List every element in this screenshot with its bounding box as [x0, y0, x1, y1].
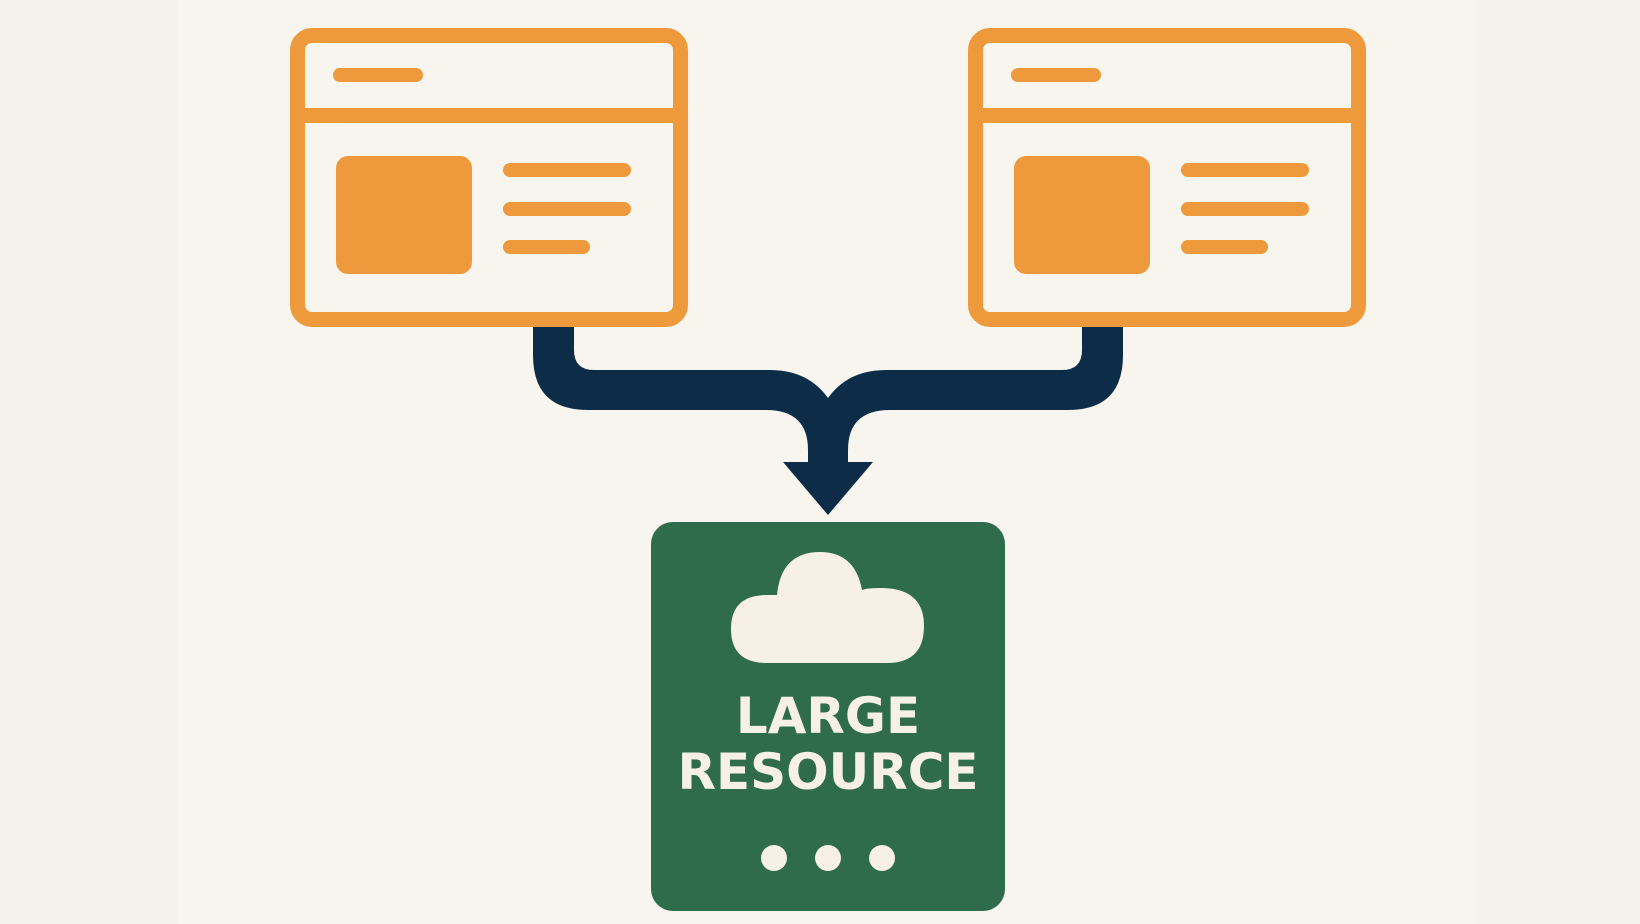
text-line	[1181, 240, 1268, 254]
image-placeholder-block	[1014, 156, 1150, 274]
title-bar-divider	[981, 108, 1353, 123]
text-line	[1181, 163, 1309, 177]
dot	[761, 845, 787, 871]
resource-label-line2: RESOURCE	[677, 743, 979, 801]
image-placeholder-block	[336, 156, 472, 274]
dot	[869, 845, 895, 871]
dot	[815, 845, 841, 871]
resource-label: LARGE RESOURCE	[651, 688, 1005, 800]
text-line	[503, 240, 590, 254]
title-bar-divider	[303, 108, 675, 123]
title-bar-line	[333, 68, 423, 82]
resource-label-line1: LARGE	[735, 687, 921, 745]
text-line	[503, 163, 631, 177]
left-browser-window-icon	[290, 28, 688, 327]
large-resource-card: LARGE RESOURCE	[651, 522, 1005, 911]
right-browser-window-icon	[968, 28, 1366, 327]
text-line	[1181, 202, 1309, 216]
cloud-icon	[731, 552, 924, 663]
ellipsis-dots-icon	[651, 845, 1005, 871]
text-line	[503, 202, 631, 216]
title-bar-line	[1011, 68, 1101, 82]
